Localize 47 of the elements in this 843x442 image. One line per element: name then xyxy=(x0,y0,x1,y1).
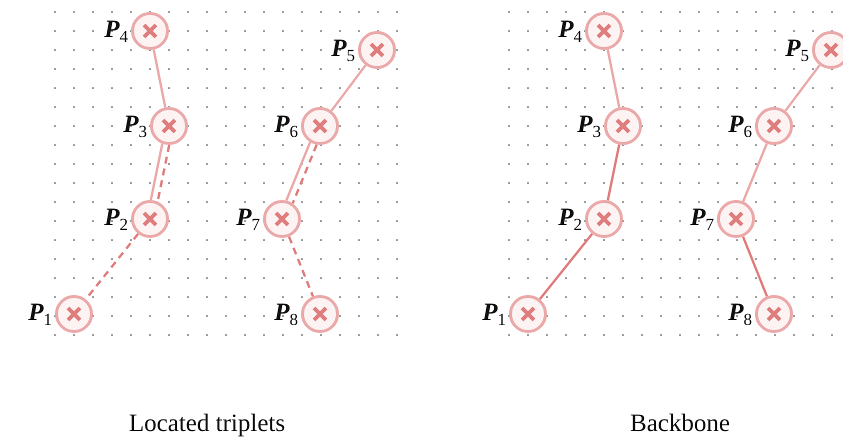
cross-circle-marker xyxy=(509,295,547,333)
point-label: P$_{1}$ xyxy=(482,300,506,325)
cross-circle-marker xyxy=(55,295,93,333)
point-label: P$_{1}$ xyxy=(28,300,52,325)
cross-circle-marker xyxy=(755,295,793,333)
panel-caption: Located triplets xyxy=(128,410,286,438)
point-label: P$_{3}$ xyxy=(577,112,601,137)
cross-circle-marker xyxy=(131,200,169,238)
point-label: P$_{8}$ xyxy=(728,300,752,325)
dashed-connector xyxy=(288,236,314,297)
point-label: P$_{8}$ xyxy=(274,300,298,325)
dashed-connector xyxy=(292,144,318,204)
point-label: P$_{6}$ xyxy=(274,112,298,137)
cross-circle-marker xyxy=(263,200,301,238)
connector-line xyxy=(285,142,312,201)
point-label: P$_{6}$ xyxy=(728,112,752,137)
cross-circle-marker xyxy=(301,107,339,145)
connector-line xyxy=(606,144,620,201)
cross-circle-marker xyxy=(717,200,755,238)
cross-circle-marker xyxy=(131,12,169,50)
panel-caption: Backbone xyxy=(630,410,730,438)
connector-line xyxy=(150,144,164,200)
point-label: P$_{3}$ xyxy=(123,112,147,137)
connector-line xyxy=(152,49,166,108)
point-label: P$_{4}$ xyxy=(104,17,128,42)
point-label: P$_{2}$ xyxy=(558,205,582,230)
connector-line xyxy=(742,143,768,202)
cross-circle-marker xyxy=(812,31,843,69)
point-label: P$_{5}$ xyxy=(331,36,355,61)
cross-circle-marker xyxy=(604,107,642,145)
connector-line xyxy=(742,236,768,297)
point-label: P$_{5}$ xyxy=(785,36,809,61)
cross-circle-marker xyxy=(585,12,623,50)
connector-line xyxy=(784,64,821,112)
connector-line xyxy=(330,64,367,112)
point-label: P$_{2}$ xyxy=(104,205,128,230)
connector-line xyxy=(606,49,620,108)
cross-circle-marker xyxy=(301,295,339,333)
point-label: P$_{4}$ xyxy=(558,17,582,42)
cross-circle-marker xyxy=(358,31,396,69)
cross-circle-marker xyxy=(150,107,188,145)
point-label: P$_{7}$ xyxy=(236,205,260,230)
connector-line xyxy=(538,233,594,300)
dashed-connector xyxy=(156,144,170,202)
point-label: P$_{7}$ xyxy=(690,205,714,230)
cross-circle-marker xyxy=(755,107,793,145)
cross-circle-marker xyxy=(585,200,623,238)
